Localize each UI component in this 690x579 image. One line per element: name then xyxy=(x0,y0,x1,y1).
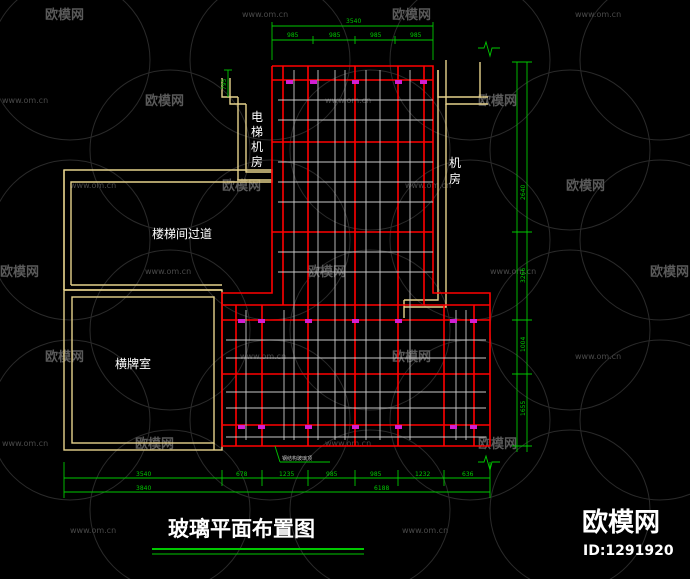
watermark-url: www.om.cn xyxy=(490,267,536,276)
wall-elevator-room xyxy=(237,97,272,181)
label-signboard-room: 横牌室 xyxy=(115,356,151,371)
dim-bottom: 1232 xyxy=(415,471,430,478)
watermark-brand: 欧模网 xyxy=(145,93,184,109)
dim-left-small: 795 xyxy=(221,78,228,90)
annotation-note: 钢结构玻璃顶 xyxy=(282,455,312,462)
label-machine-room-2: 房 xyxy=(449,171,461,186)
dimension-lines xyxy=(63,22,532,498)
watermark-brand: 欧模网 xyxy=(392,7,431,23)
watermark-brand: 欧模网 xyxy=(478,93,517,109)
watermark-url: www.om.cn xyxy=(575,352,621,361)
label-elevator-room-4: 房 xyxy=(251,154,263,169)
watermark-brand: 欧模网 xyxy=(478,436,517,452)
watermark-url: www.om.cn xyxy=(70,181,116,190)
dim-right: 3266 xyxy=(520,268,527,283)
watermark-brand: 欧模网 xyxy=(392,349,431,365)
dim-top-bay: 985 xyxy=(329,32,341,39)
watermark-brand: 欧模网 xyxy=(650,264,689,280)
drawing-title: 玻璃平面布置图 xyxy=(168,517,315,541)
dim-right: 1655 xyxy=(520,401,527,416)
dim-bottom: 985 xyxy=(370,471,382,478)
room-labels: 电 梯 机 房 机 房 楼梯间过道 横牌室 xyxy=(115,110,461,371)
dimension-texts: 3540 985 985 985 985 795 2640 3266 1004 … xyxy=(136,18,527,492)
dim-top-bay: 985 xyxy=(287,32,299,39)
watermark-brand: 欧模网 xyxy=(566,178,605,194)
dim-bottom: 1235 xyxy=(279,471,294,478)
label-machine-room-1: 机 xyxy=(449,156,461,170)
watermark-brand: 欧模网 xyxy=(45,7,84,23)
brand-logo-text: 欧模网 xyxy=(582,507,660,538)
watermark-url: www.om.cn xyxy=(575,10,621,19)
watermark-url: www.om.cn xyxy=(325,96,371,105)
dim-top-bay: 985 xyxy=(370,32,382,39)
dim-bottom: 3540 xyxy=(136,471,151,478)
dim-bottom: 678 xyxy=(236,471,248,478)
watermark-url: www.om.cn xyxy=(2,96,48,105)
watermark-url: www.om.cn xyxy=(70,526,116,535)
steel-grid xyxy=(226,70,486,440)
wall-machine-room xyxy=(437,62,481,98)
dim-right: 1004 xyxy=(520,337,527,352)
label-elevator-room-1: 电 xyxy=(251,110,263,124)
watermark-url: www.om.cn xyxy=(2,439,48,448)
dim-top-bay: 985 xyxy=(410,32,422,39)
dim-bottom-total-left: 3840 xyxy=(136,485,151,492)
watermark-brand: 欧模网 xyxy=(0,264,39,280)
label-elevator-room-2: 梯 xyxy=(251,125,263,139)
dim-bottom: 636 xyxy=(462,471,474,478)
dim-bottom: 985 xyxy=(326,471,338,478)
label-stair-passage: 楼梯间过道 xyxy=(152,226,212,241)
watermark-brand: 欧模网 xyxy=(135,436,174,452)
watermark-url: www.om.cn xyxy=(325,439,371,448)
connection-nodes xyxy=(238,80,477,429)
watermark-url: www.om.cn xyxy=(242,10,288,19)
dim-top-total: 3540 xyxy=(346,18,361,25)
watermark-url: www.om.cn xyxy=(240,352,286,361)
watermark-url: www.om.cn xyxy=(145,267,191,276)
brand-id: ID:1291920 xyxy=(583,543,674,559)
label-elevator-room-3: 机 xyxy=(251,140,263,154)
dim-bottom-total: 6188 xyxy=(374,485,389,492)
watermark-url: www.om.cn xyxy=(405,181,451,190)
watermark-texts: 欧模网 www.om.cn 欧模网 www.om.cn www.om.cn 欧模… xyxy=(0,7,689,535)
dim-right: 2640 xyxy=(520,185,527,200)
watermark-url: www.om.cn xyxy=(402,526,448,535)
